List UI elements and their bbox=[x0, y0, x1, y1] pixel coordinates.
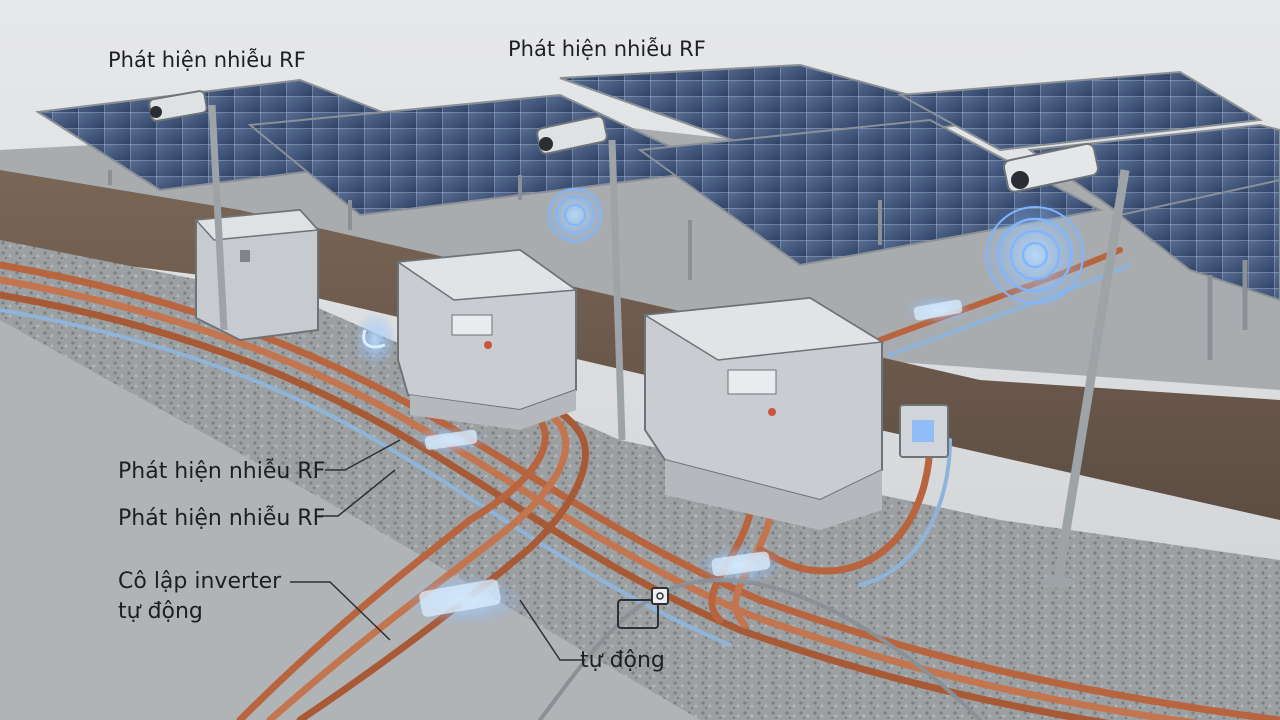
rf-signal-icon bbox=[545, 185, 605, 245]
isolation-switch-icon bbox=[696, 545, 784, 585]
inverter-isolation-label: Cô lập inverter tự động bbox=[118, 567, 281, 627]
rf-detection-label-mid-1: Phát hiện nhiễu RF bbox=[118, 457, 325, 487]
inverter-isolation-label-line2: tự động bbox=[118, 597, 281, 627]
rf-signal-icon bbox=[980, 200, 1090, 310]
junction-box-icon bbox=[900, 405, 948, 457]
isolation-switch-icon bbox=[405, 574, 525, 626]
isolation-switch-icon bbox=[412, 426, 488, 454]
isolation-switch-icon bbox=[353, 312, 397, 368]
auto-label: tự động bbox=[580, 646, 665, 676]
inverter-isolation-label-line1: Cô lập inverter bbox=[118, 567, 281, 597]
rf-detection-label-mid-2: Phát hiện nhiễu RF bbox=[118, 504, 325, 534]
inverter-box-1 bbox=[196, 210, 318, 340]
rf-detection-label-top-left: Phát hiện nhiễu RF bbox=[108, 45, 306, 75]
inverter-box-3 bbox=[645, 298, 882, 530]
inverter-box-2 bbox=[398, 250, 576, 430]
rf-detection-label-top-center: Phát hiện nhiễu RF bbox=[508, 34, 706, 64]
isolation-switch-icon bbox=[904, 296, 972, 324]
